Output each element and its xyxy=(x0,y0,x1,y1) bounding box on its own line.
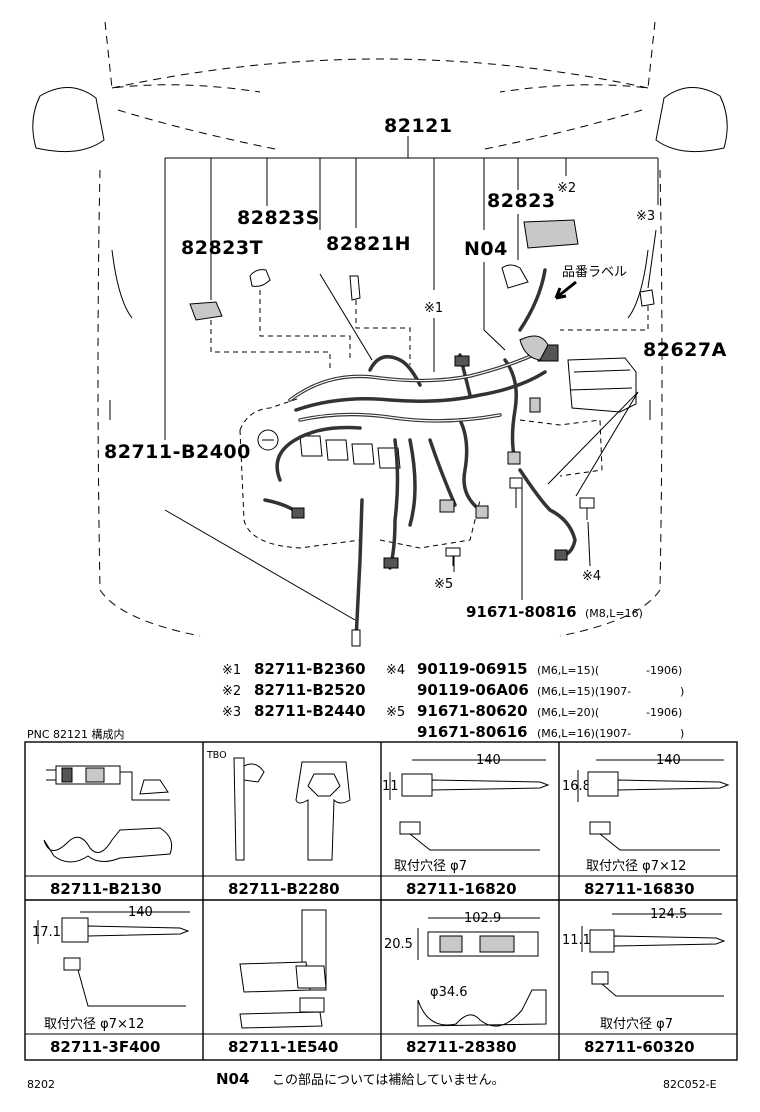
dim-diameter: φ34.6 xyxy=(430,985,468,1000)
clamp-n04-icon xyxy=(501,264,529,289)
footer-note: この部品については補給していません。 xyxy=(272,1073,505,1088)
component-icons xyxy=(189,219,655,321)
note-mark: ※5 xyxy=(386,705,405,720)
table-part: 82711-60320 xyxy=(584,1038,695,1056)
note-part: 91671-80616 xyxy=(417,723,528,741)
table-cell-82711-b2280: TBO 82711-B2280 xyxy=(206,750,351,898)
table-cell-82711-1e540: 82711-1E540 xyxy=(228,909,338,1056)
footer-n04: N04 xyxy=(216,1070,249,1088)
note-mark: ※1 xyxy=(222,663,241,678)
note-part: 82711-B2360 xyxy=(254,660,366,678)
table-part: 82711-1E540 xyxy=(228,1038,338,1056)
wire-harness xyxy=(263,268,595,647)
notes-left: ※1 82711-B2360 ※2 82711-B2520 ※3 82711-B… xyxy=(222,660,366,720)
table-tag: TBO xyxy=(206,750,227,761)
note-part: 91671-80620 xyxy=(417,702,528,720)
table-part: 82711-B2130 xyxy=(50,880,162,898)
mark4-label: ※4 xyxy=(582,569,601,584)
part-82627a-label: 82627A xyxy=(643,339,727,361)
table-cell-82711-b2130: 82711-B2130 xyxy=(43,765,173,898)
note-date: ) xyxy=(680,685,684,698)
note-mark: ※3 xyxy=(222,705,241,720)
dim-length: 140 xyxy=(128,905,153,920)
note-part: 90119-06915 xyxy=(417,660,528,678)
leader-lines xyxy=(164,136,659,621)
clamp-82823t-icon xyxy=(189,301,223,321)
table-cell-82711-16820: 140 11 取付穴径 φ7 82711-16820 xyxy=(382,753,550,898)
dim-height: 20.5 xyxy=(384,937,413,952)
footer-drawing-code: 82C052-E xyxy=(663,1078,717,1091)
part-82823s-label: 82823S xyxy=(237,207,320,229)
bolt-spec-label: (M8,L=16) xyxy=(585,607,643,620)
note-part: 90119-06A06 xyxy=(417,681,529,699)
note-part: 82711-B2520 xyxy=(254,681,366,699)
mark1-label: ※1 xyxy=(424,301,443,316)
bolt-number-label: 91671-80816 xyxy=(466,603,577,621)
footer-page-code: 8202 xyxy=(27,1078,55,1091)
part-82823-label: 82823 xyxy=(487,190,556,212)
note-spec: (M6,L=20)( xyxy=(537,706,599,719)
dim-length: 102.9 xyxy=(464,911,501,926)
table-part: 82711-28380 xyxy=(406,1038,517,1056)
mark3-label: ※3 xyxy=(636,209,655,224)
table-cell-82711-16830: 140 16.8 取付穴径 φ7×12 82711-16830 xyxy=(562,753,730,898)
table-cell-82711-28380: 102.9 20.5 φ34.6 82711-28380 xyxy=(384,911,547,1056)
table-part: 82711-B2280 xyxy=(228,880,340,898)
hole-size: 取付穴径 φ7×12 xyxy=(44,1017,144,1032)
dim-length: 124.5 xyxy=(650,907,687,922)
dim-height: 17.1 xyxy=(32,925,61,940)
dim-length: 140 xyxy=(656,753,681,768)
part-82823t-label: 82823T xyxy=(181,237,263,259)
table-cell-82711-60320: 124.5 11.1 取付穴径 φ7 82711-60320 xyxy=(562,907,726,1056)
note-spec: (M6,L=16)(1907- xyxy=(537,727,631,740)
engine-outline xyxy=(239,357,637,549)
clamp-82821h-icon xyxy=(349,275,361,301)
table-part: 82711-16830 xyxy=(584,880,695,898)
table-caption: PNC 82121 構成内 xyxy=(27,727,125,741)
part-n04-label: N04 xyxy=(464,238,508,260)
table-part: 82711-3F400 xyxy=(50,1038,160,1056)
notes-right: ※4 90119-06915 (M6,L=15)( -1906) 90119-0… xyxy=(386,660,684,741)
dim-length: 140 xyxy=(476,753,501,768)
note-spec: (M6,L=15)(1907- xyxy=(537,685,631,698)
hole-size: 取付穴径 φ7 xyxy=(394,859,467,874)
clamp-mark3-icon xyxy=(639,289,655,307)
mark2-label: ※2 xyxy=(557,181,576,196)
assembly-number-label: 82121 xyxy=(384,115,453,137)
note-spec: (M6,L=15)( xyxy=(537,664,599,677)
hole-size: 取付穴径 φ7×12 xyxy=(586,859,686,874)
hole-size: 取付穴径 φ7 xyxy=(600,1017,673,1032)
note-mark: ※4 xyxy=(386,663,405,678)
label-arrow-icon xyxy=(554,280,577,300)
dim-height: 16.8 xyxy=(562,779,591,794)
clamp-82823-icon xyxy=(523,219,579,249)
note-part: 82711-B2440 xyxy=(254,702,366,720)
parts-table: 82711-B2130 TBO 82711-B2280 140 11 取付穴径 … xyxy=(24,741,738,1061)
table-part: 82711-16820 xyxy=(406,880,517,898)
note-mark: ※2 xyxy=(222,684,241,699)
mark5-label: ※5 xyxy=(434,577,453,592)
note-date: -1906) xyxy=(646,706,682,719)
clamp-82823s-icon xyxy=(249,269,271,287)
note-date: ) xyxy=(680,727,684,740)
dim-height: 11.1 xyxy=(562,933,591,948)
dim-height: 11 xyxy=(382,779,399,794)
part-label-text: 品番ラベル xyxy=(562,265,627,280)
table-cell-82711-3f400: 140 17.1 取付穴径 φ7×12 82711-3F400 xyxy=(32,905,190,1056)
part-82821h-label: 82821H xyxy=(326,233,411,255)
vehicle-outline xyxy=(32,21,728,637)
part-82711-b2400-label: 82711-B2400 xyxy=(104,441,251,463)
note-date: -1906) xyxy=(646,664,682,677)
